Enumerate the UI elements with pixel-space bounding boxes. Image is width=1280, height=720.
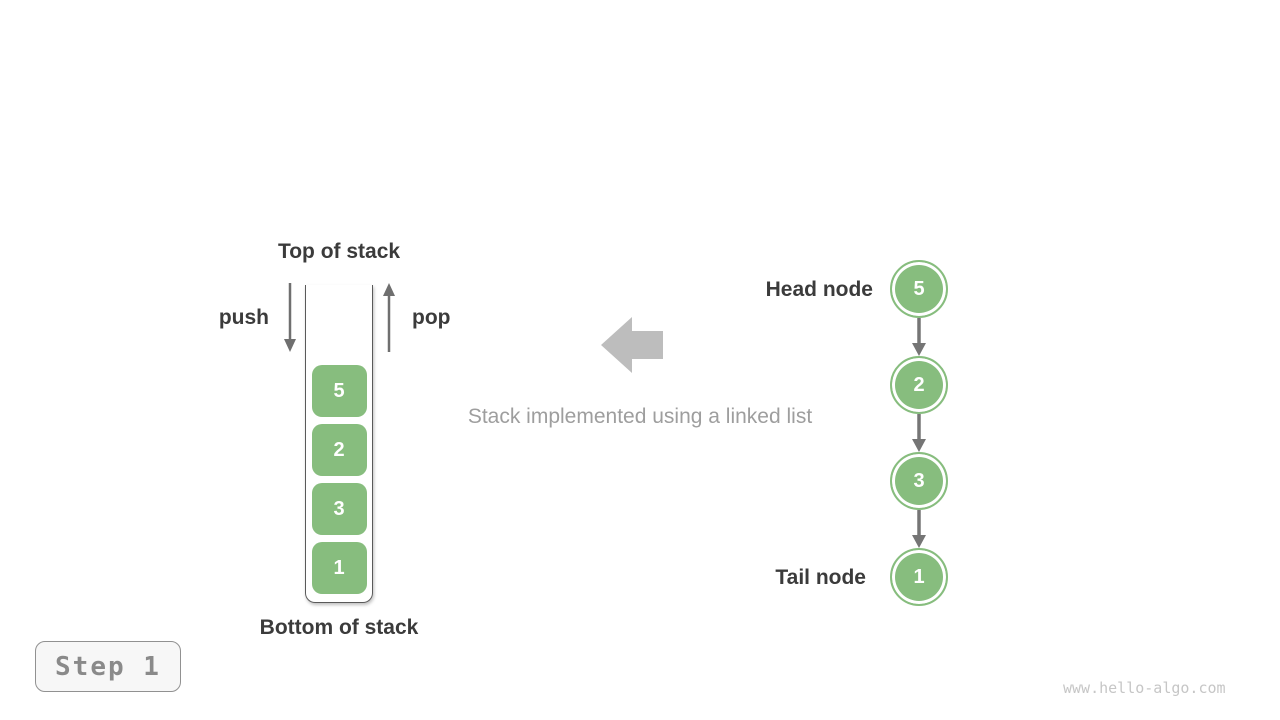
step-badge: Step 1: [35, 641, 181, 692]
top-of-stack-label: Top of stack: [277, 240, 401, 263]
stack-box: 3: [311, 483, 367, 535]
stack-box: 1: [311, 542, 367, 594]
stack-container: 5 2 3 1: [305, 285, 373, 603]
link-down-arrow-icon: [912, 414, 926, 452]
head-node-label: Head node: [765, 278, 873, 301]
linked-list-node: 5: [890, 260, 948, 318]
bottom-of-stack-label: Bottom of stack: [259, 616, 419, 639]
link-down-arrow-icon: [912, 318, 926, 356]
push-label: push: [218, 306, 269, 329]
big-left-arrow-icon: [601, 317, 663, 373]
stack-box: 2: [311, 424, 367, 476]
pop-up-arrow-icon: [383, 283, 395, 352]
linked-list-node: 1: [890, 548, 948, 606]
pop-label: pop: [412, 306, 451, 329]
watermark-text: www.hello-algo.com: [1063, 679, 1226, 697]
linked-list-node: 3: [890, 452, 948, 510]
linked-list-node: 2: [890, 356, 948, 414]
tail-node-label: Tail node: [775, 566, 866, 589]
link-down-arrow-icon: [912, 510, 926, 548]
push-down-arrow-icon: [284, 283, 296, 352]
figure-caption: Stack implemented using a linked list: [467, 405, 813, 428]
stack-box: 5: [311, 365, 367, 417]
